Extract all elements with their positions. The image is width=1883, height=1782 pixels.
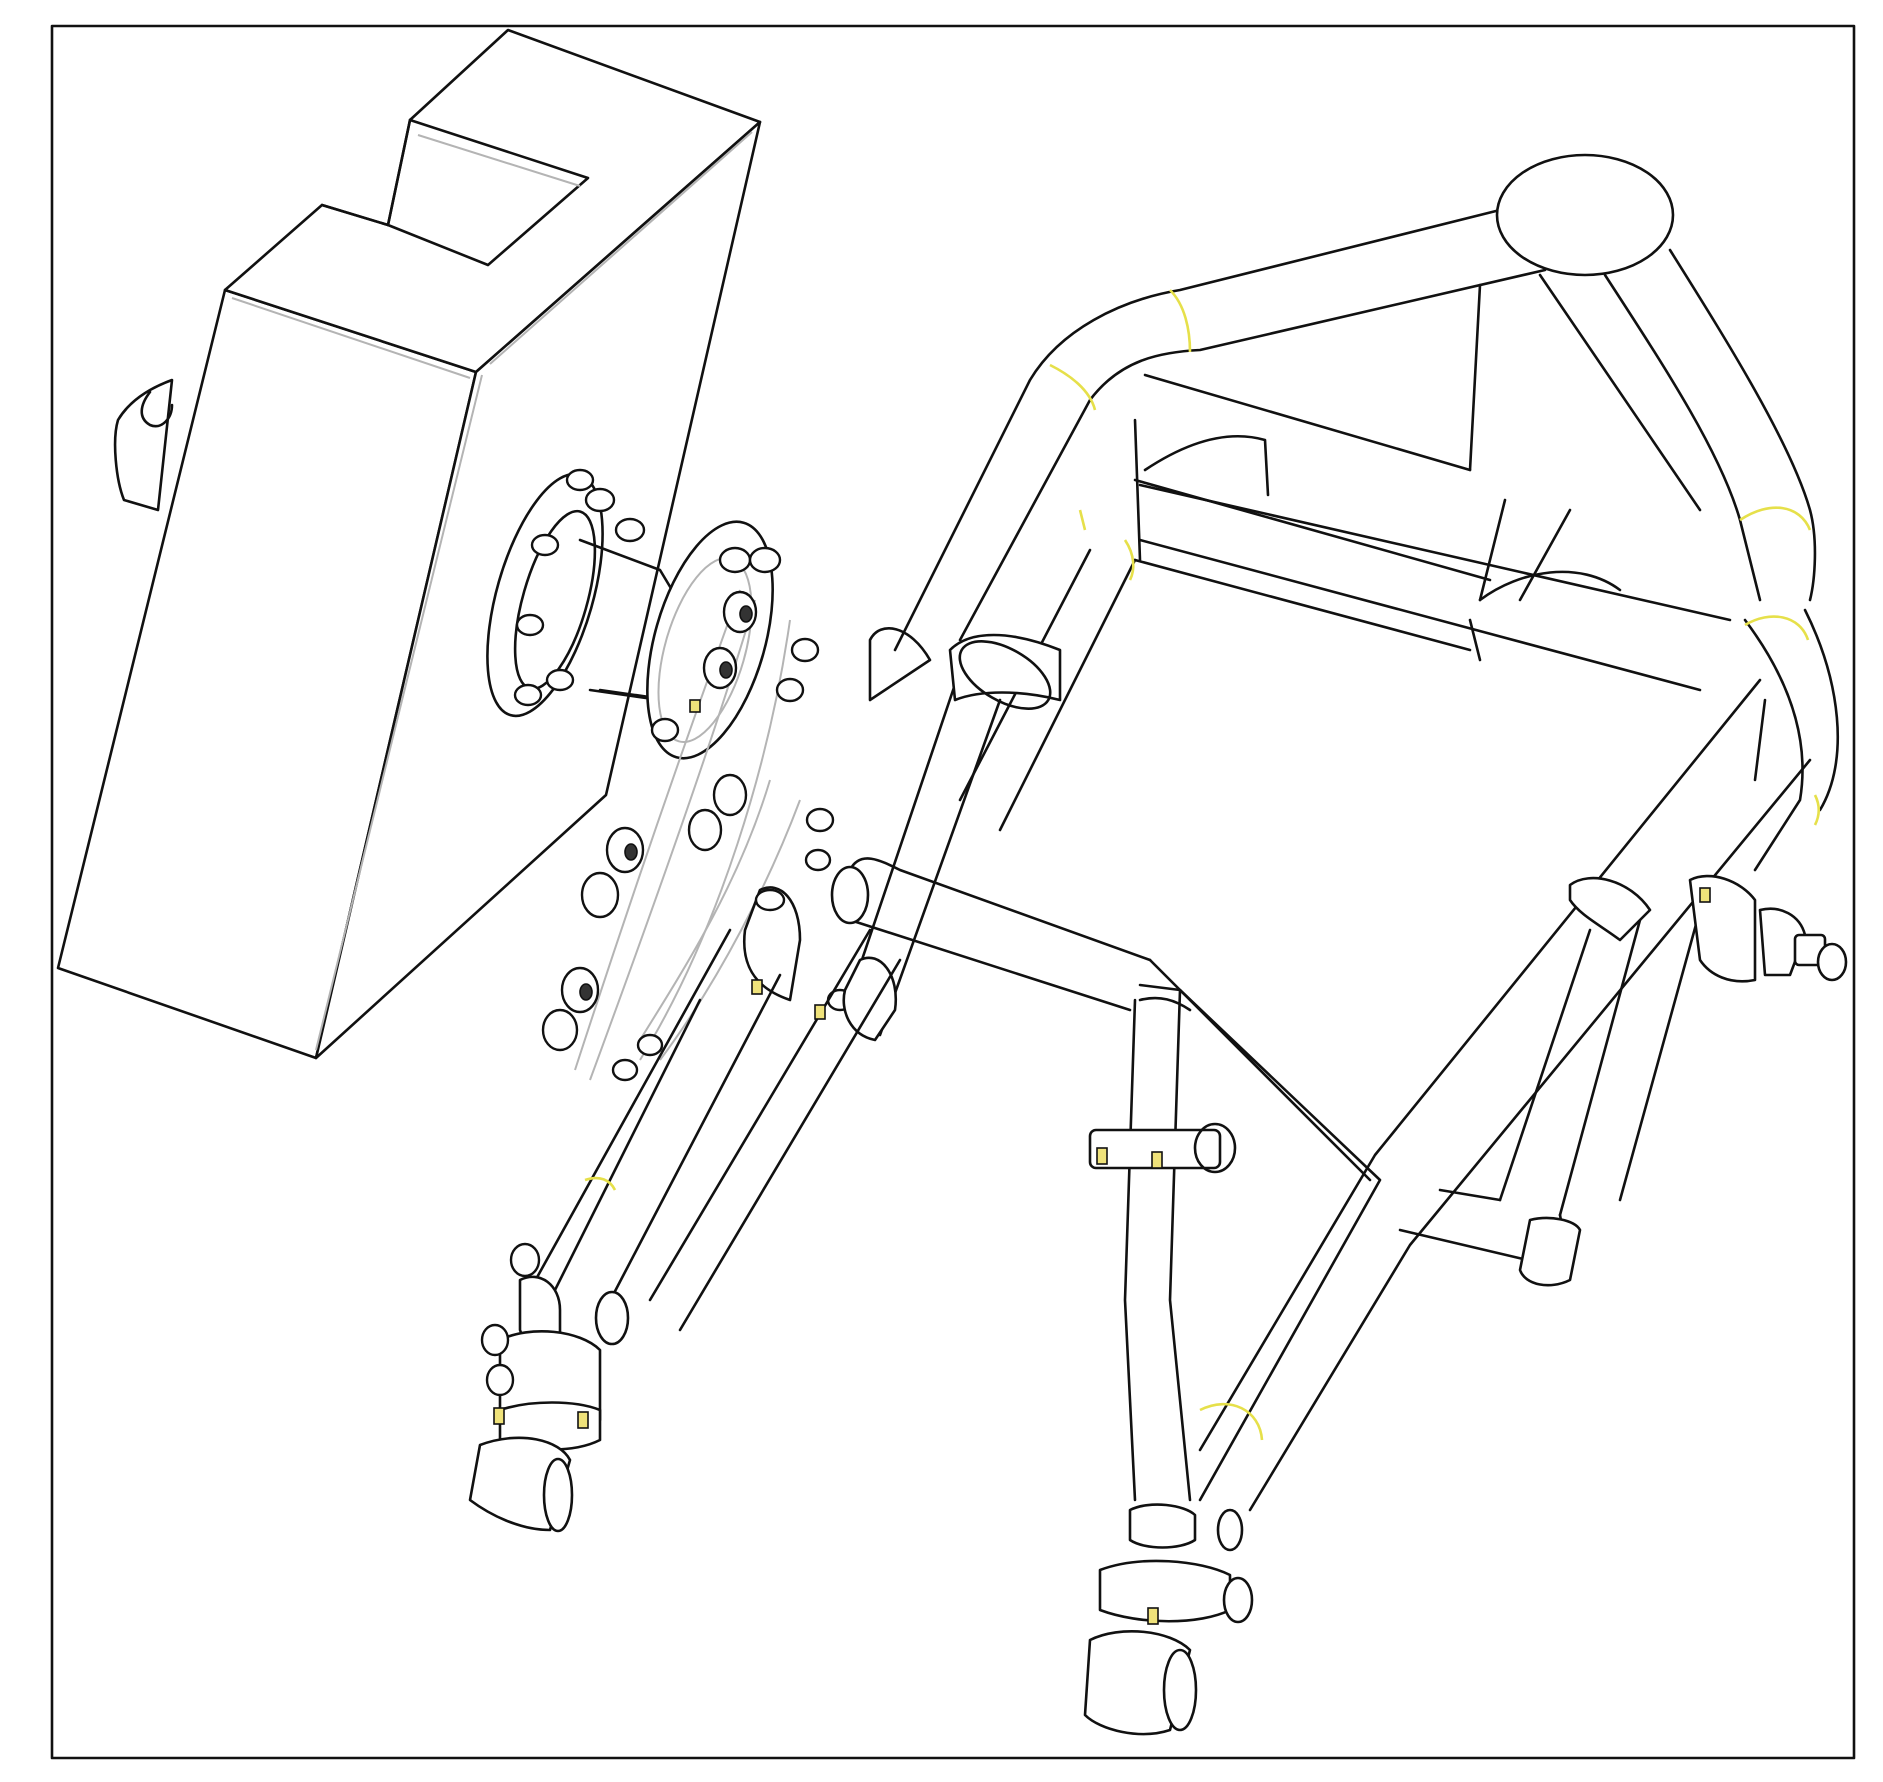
caster-wheel-front	[468, 1242, 630, 1533]
hub-disc	[486, 468, 692, 718]
swing-arm	[528, 857, 1152, 1332]
seat-post-cap	[1495, 153, 1675, 277]
weld-seams	[584, 289, 1821, 1441]
figure-border	[50, 24, 1856, 1760]
sprocket-chain-assembly	[541, 520, 835, 1082]
rear-fork-leg	[1398, 874, 1848, 1287]
front-fork-leg	[1088, 958, 1382, 1625]
caster-wheel-rear	[1083, 1630, 1198, 1736]
tubular-frame	[843, 153, 1840, 1512]
